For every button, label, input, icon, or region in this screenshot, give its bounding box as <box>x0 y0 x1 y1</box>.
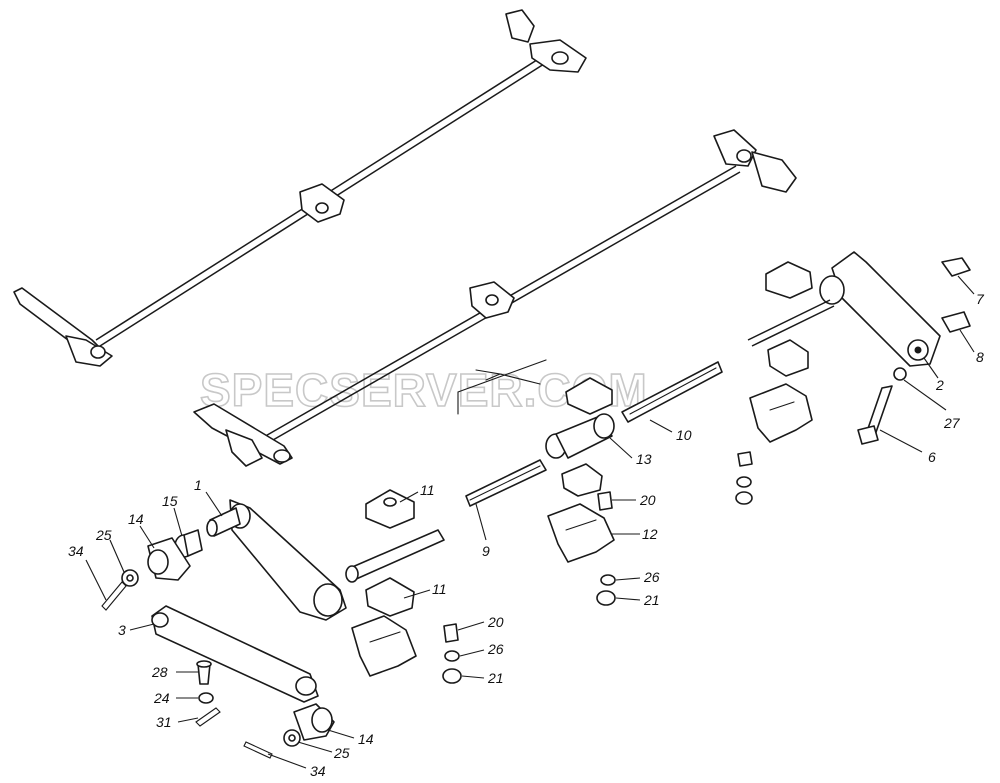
callout-28: 28 <box>151 664 168 680</box>
cotter-pin-part-31 <box>195 707 221 727</box>
washer-part-25a <box>121 569 139 587</box>
lower-linkage-rod <box>193 129 797 467</box>
fitting-part-8 <box>941 311 971 333</box>
callout-31: 31 <box>156 714 172 730</box>
cotter-pin-part-34a <box>101 581 127 611</box>
nut-part-21b <box>442 668 462 684</box>
callout-15: 15 <box>162 493 178 509</box>
bolt-part-20a <box>597 491 613 511</box>
bushing-part-13 <box>545 413 615 459</box>
washer-part-26b <box>444 650 460 662</box>
callout-1: 1 <box>194 477 202 493</box>
shaft-part-9 <box>465 459 547 507</box>
bolt-nuts-right <box>735 451 753 505</box>
link-rod-part-3 <box>151 605 319 703</box>
clamp-part-11a <box>365 489 415 529</box>
bushing-part-14b <box>293 703 335 741</box>
bolt-part-20b <box>443 623 459 643</box>
callout-6: 6 <box>928 449 936 465</box>
washer-part-24 <box>198 692 214 704</box>
leader-lines <box>85 275 975 769</box>
lever-part-2 <box>819 251 941 367</box>
bracket-part-12 <box>547 503 615 563</box>
bolt-part-6 <box>857 385 893 445</box>
callout-11-upper: 11 <box>420 482 435 498</box>
callout-21-lower: 21 <box>487 670 504 686</box>
callout-11-lower: 11 <box>432 581 447 597</box>
callout-2: 2 <box>935 377 944 393</box>
clamp-part-11b <box>365 577 415 617</box>
callout-21-upper: 21 <box>643 592 660 608</box>
nut-part-21a <box>596 590 616 606</box>
callout-7: 7 <box>976 291 985 307</box>
callout-26-upper: 26 <box>643 569 660 585</box>
callout-20-upper: 20 <box>639 492 656 508</box>
callout-9: 9 <box>482 543 490 559</box>
washer-part-25b <box>283 729 301 747</box>
callout-13: 13 <box>636 451 652 467</box>
shaft-part-10 <box>621 361 723 423</box>
cotter-pin-part-34b <box>243 741 273 759</box>
callout-25-lower: 25 <box>333 745 350 761</box>
callout-34-lower: 34 <box>310 763 326 779</box>
washer-part-26a <box>600 574 616 586</box>
clamp-mid <box>561 377 613 497</box>
callout-34-upper: 34 <box>68 543 84 559</box>
fitting-part-7 <box>941 257 971 277</box>
callout-10: 10 <box>676 427 692 443</box>
bushing-part-14a <box>147 537 191 581</box>
splined-shaft-right <box>747 299 835 347</box>
clamp-upper-right <box>765 261 813 377</box>
washer-part-27 <box>893 367 907 381</box>
callout-26-lower: 26 <box>487 641 504 657</box>
crank-part-1 <box>206 499 445 621</box>
callout-3: 3 <box>118 622 126 638</box>
callout-8: 8 <box>976 349 984 365</box>
callout-14-upper: 14 <box>128 511 144 527</box>
callout-24: 24 <box>153 690 170 706</box>
pin-part-28 <box>196 660 212 685</box>
callouts: 1 2 3 6 7 8 9 10 11 11 12 13 14 14 15 20… <box>68 291 985 779</box>
callout-25-upper: 25 <box>95 527 112 543</box>
bracket-right <box>749 383 813 443</box>
callout-12: 12 <box>642 526 658 542</box>
callout-20-lower: 20 <box>487 614 504 630</box>
upper-linkage-rod <box>13 9 587 367</box>
callout-14-lower: 14 <box>358 731 374 747</box>
bracket-lower-left <box>351 615 417 677</box>
callout-27: 27 <box>943 415 961 431</box>
